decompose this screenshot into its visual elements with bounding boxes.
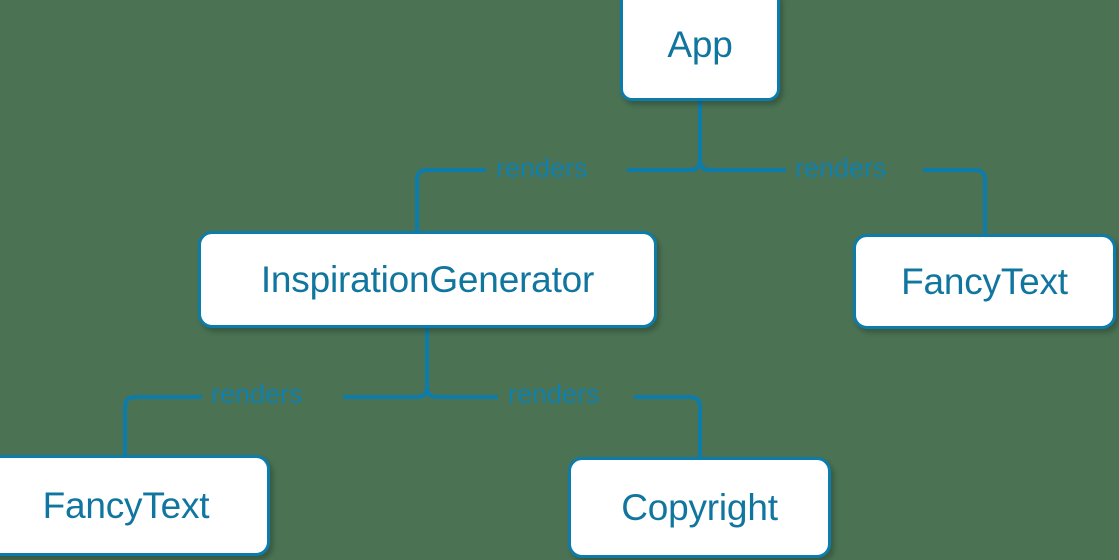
edge-inspiration-to-copyright-left xyxy=(425,386,498,399)
node-fancytext-right-label: FancyText xyxy=(901,261,1068,302)
edge-label-app-to-fancytext: renders xyxy=(795,153,887,183)
edge-app-to-inspiration-left xyxy=(415,168,486,231)
edge-label-inspiration-generator-to-copyright: renders xyxy=(508,379,600,409)
node-inspiration-generator[interactable]: InspirationGenerator xyxy=(198,231,657,328)
node-app[interactable]: App xyxy=(620,0,780,101)
node-copyright-label: Copyright xyxy=(621,487,778,528)
edge-inspiration-to-copyright-right xyxy=(634,395,702,457)
node-copyright[interactable]: Copyright xyxy=(568,457,831,558)
node-app-label: App xyxy=(667,24,733,65)
edge-label-app-to-inspiration-generator: renders xyxy=(496,153,588,183)
node-fancytext-right[interactable]: FancyText xyxy=(853,234,1116,329)
edge-inspiration-to-fancytext-right xyxy=(343,386,429,399)
edge-app-to-inspiration-right xyxy=(627,159,702,172)
edge-inspiration-to-fancytext-left xyxy=(123,395,202,455)
edge-label-inspiration-generator-to-fancytext: renders xyxy=(211,379,303,409)
edge-app-to-fancytext-left xyxy=(698,159,786,172)
node-inspiration-generator-label: InspirationGenerator xyxy=(260,259,595,300)
node-fancytext-bottom[interactable]: FancyText xyxy=(0,455,270,556)
node-fancytext-bottom-label: FancyText xyxy=(42,485,210,526)
edge-app-to-fancytext-right xyxy=(923,168,987,234)
